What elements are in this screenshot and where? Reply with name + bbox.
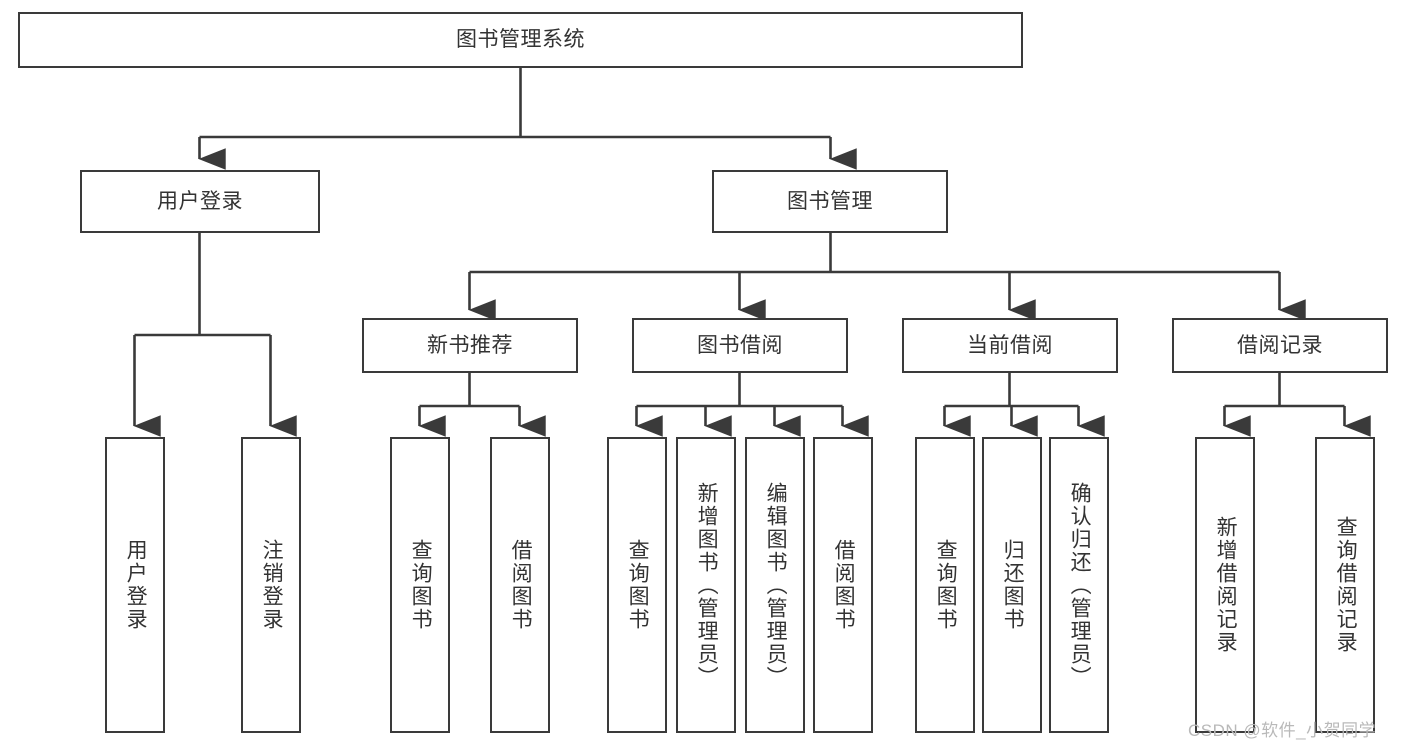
node-label: 确认归还（管理员） xyxy=(1068,481,1092,689)
leaf-newbook-query-book[interactable]: 查询图书 xyxy=(390,437,450,733)
node-label: 查询借阅记录 xyxy=(1334,516,1358,654)
node-new-book-recommend[interactable]: 新书推荐 xyxy=(362,318,578,373)
node-book-borrow[interactable]: 图书借阅 xyxy=(632,318,848,373)
node-book-management[interactable]: 图书管理 xyxy=(712,170,948,233)
node-label: 编辑图书（管理员） xyxy=(764,481,788,689)
leaf-current-query-book[interactable]: 查询图书 xyxy=(915,437,975,733)
node-label: 借阅图书 xyxy=(832,539,856,631)
node-label: 归还图书 xyxy=(1001,539,1025,631)
leaf-record-add-record[interactable]: 新增借阅记录 xyxy=(1195,437,1255,733)
node-label: 查询图书 xyxy=(934,539,958,631)
node-label: 当前借阅 xyxy=(967,333,1053,357)
node-label: 查询图书 xyxy=(626,539,650,631)
node-label: 新增借阅记录 xyxy=(1214,516,1238,654)
node-label: 新增图书（管理员） xyxy=(695,481,719,689)
csdn-watermark: CSDN @软件_小贺同学 xyxy=(1188,721,1377,740)
node-current-borrow[interactable]: 当前借阅 xyxy=(902,318,1118,373)
leaf-borrow-borrow-book[interactable]: 借阅图书 xyxy=(813,437,873,733)
node-label: 图书借阅 xyxy=(697,333,783,357)
leaf-newbook-borrow-book[interactable]: 借阅图书 xyxy=(490,437,550,733)
leaf-borrow-add-book-admin[interactable]: 新增图书（管理员） xyxy=(676,437,736,733)
node-user-login[interactable]: 用户登录 xyxy=(80,170,320,233)
node-label: 借阅记录 xyxy=(1237,333,1323,357)
leaf-borrow-query-book[interactable]: 查询图书 xyxy=(607,437,667,733)
leaf-user-logout[interactable]: 注销登录 xyxy=(241,437,301,733)
node-label: 用户登录 xyxy=(124,539,148,631)
node-label: 图书管理 xyxy=(787,189,873,213)
node-label: 用户登录 xyxy=(157,189,243,213)
leaf-current-return-book[interactable]: 归还图书 xyxy=(982,437,1042,733)
leaf-record-query-record[interactable]: 查询借阅记录 xyxy=(1315,437,1375,733)
node-root-system[interactable]: 图书管理系统 xyxy=(18,12,1023,68)
leaf-current-confirm-return-admin[interactable]: 确认归还（管理员） xyxy=(1049,437,1109,733)
node-label: 图书管理系统 xyxy=(456,28,585,52)
leaf-user-login[interactable]: 用户登录 xyxy=(105,437,165,733)
node-label: 新书推荐 xyxy=(427,333,513,357)
node-label: 借阅图书 xyxy=(509,539,533,631)
node-label: 注销登录 xyxy=(260,539,284,631)
leaf-borrow-edit-book-admin[interactable]: 编辑图书（管理员） xyxy=(745,437,805,733)
node-label: 查询图书 xyxy=(409,539,433,631)
node-borrow-record[interactable]: 借阅记录 xyxy=(1172,318,1388,373)
